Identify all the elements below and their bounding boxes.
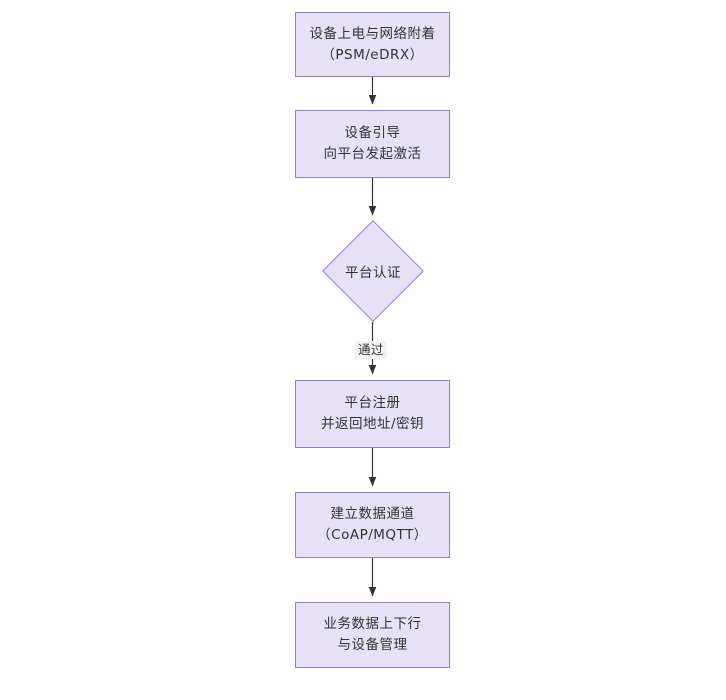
node-label-line1: 设备上电与网络附着 — [309, 25, 436, 42]
node-label-line2: 并返回地址/密钥 — [320, 416, 425, 432]
node-label-line2: 与设备管理 — [337, 637, 408, 653]
node-establish-data-channel[interactable]: 建立数据通道 （CoAP/MQTT） — [295, 492, 450, 558]
node-label-line2: （PSM/eDRX） — [321, 46, 424, 63]
node-business-data-and-device-management[interactable]: 业务数据上下行 与设备管理 — [295, 602, 450, 668]
node-device-power-on[interactable]: 设备上电与网络附着 （PSM/eDRX） — [295, 12, 450, 77]
node-label-line2: （CoAP/MQTT） — [317, 527, 428, 543]
node-label-line1: 业务数据上下行 — [323, 616, 422, 632]
node-platform-authentication[interactable]: 平台认证 — [322, 220, 424, 322]
edge-label-pass: 通过 — [355, 341, 388, 359]
node-label-line2: 向平台发起激活 — [323, 146, 422, 162]
node-label-line1: 平台注册 — [344, 395, 401, 411]
node-label-line1: 设备引导 — [344, 125, 401, 141]
node-label-line1: 平台认证 — [345, 265, 401, 281]
node-label-line1: 建立数据通道 — [330, 506, 415, 522]
node-platform-register[interactable]: 平台注册 并返回地址/密钥 — [295, 380, 450, 448]
node-device-bootstrap[interactable]: 设备引导 向平台发起激活 — [295, 110, 450, 178]
